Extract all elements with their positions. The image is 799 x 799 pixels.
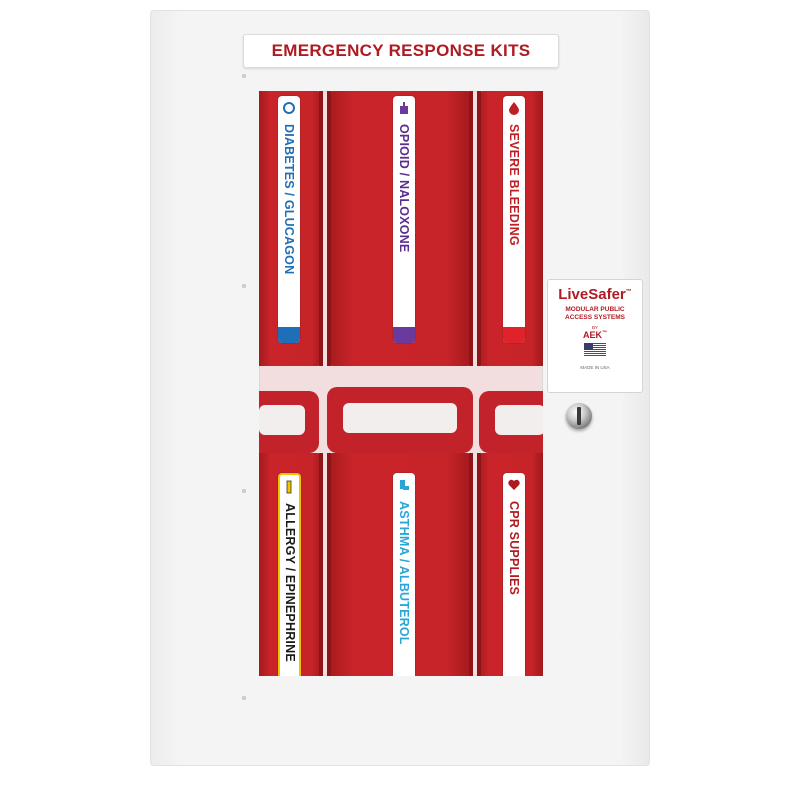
door-screw [242,74,246,78]
maker-name: AEK™ [582,330,607,340]
made-in-label: MADE IN USA [580,365,610,370]
brand-by: BY [591,325,598,330]
kit-label-text: CPR SUPPLIES [507,501,521,596]
door-lock-icon[interactable] [566,403,592,429]
kit-handle[interactable] [259,391,319,453]
inhaler-icon [400,480,409,490]
kit-label-asthma: ASTHMA / ALBUTEROL [393,473,415,676]
auto-injector-icon [286,480,292,494]
title-plate: EMERGENCY RESPONSE KITS [243,34,559,68]
kit-label-bleeding: SEVERE BLEEDING [503,96,525,343]
kit-label-allergy: ALLERGY / EPINEPHRINE [278,473,301,676]
kit-handle[interactable] [327,387,473,453]
us-flag-icon [584,343,606,356]
door-screw [242,284,246,288]
cabinet-window: DIABETES / GLUCAGON OPIOID / NALOXONE SE… [259,91,543,676]
nasal-spray-icon [400,102,408,114]
heart-icon [508,479,520,490]
brand-badge: LiveSafer™ MODULAR PUBLIC ACCESS SYSTEMS… [547,279,643,393]
cabinet-title: EMERGENCY RESPONSE KITS [271,41,531,60]
kit-label-text: SEVERE BLEEDING [507,124,521,246]
circle-ring-icon [283,102,295,114]
blood-drop-icon [509,102,519,115]
kit-label-text: ALLERGY / EPINEPHRINE [282,503,297,662]
kit-label-text: DIABETES / GLUCAGON [282,124,296,275]
door-screw [242,489,246,493]
brand-subtitle: MODULAR PUBLIC ACCESS SYSTEMS [565,306,625,321]
brand-name: LiveSafer™ [558,286,632,303]
kit-handle[interactable] [479,391,543,453]
kit-label-diabetes: DIABETES / GLUCAGON [278,96,300,343]
kit-label-text: OPIOID / NALOXONE [397,124,411,253]
kit-label-cpr: CPR SUPPLIES [503,473,525,676]
door-screw [242,696,246,700]
kit-label-text: ASTHMA / ALBUTEROL [397,501,411,645]
kit-label-opioid: OPIOID / NALOXONE [393,96,415,343]
